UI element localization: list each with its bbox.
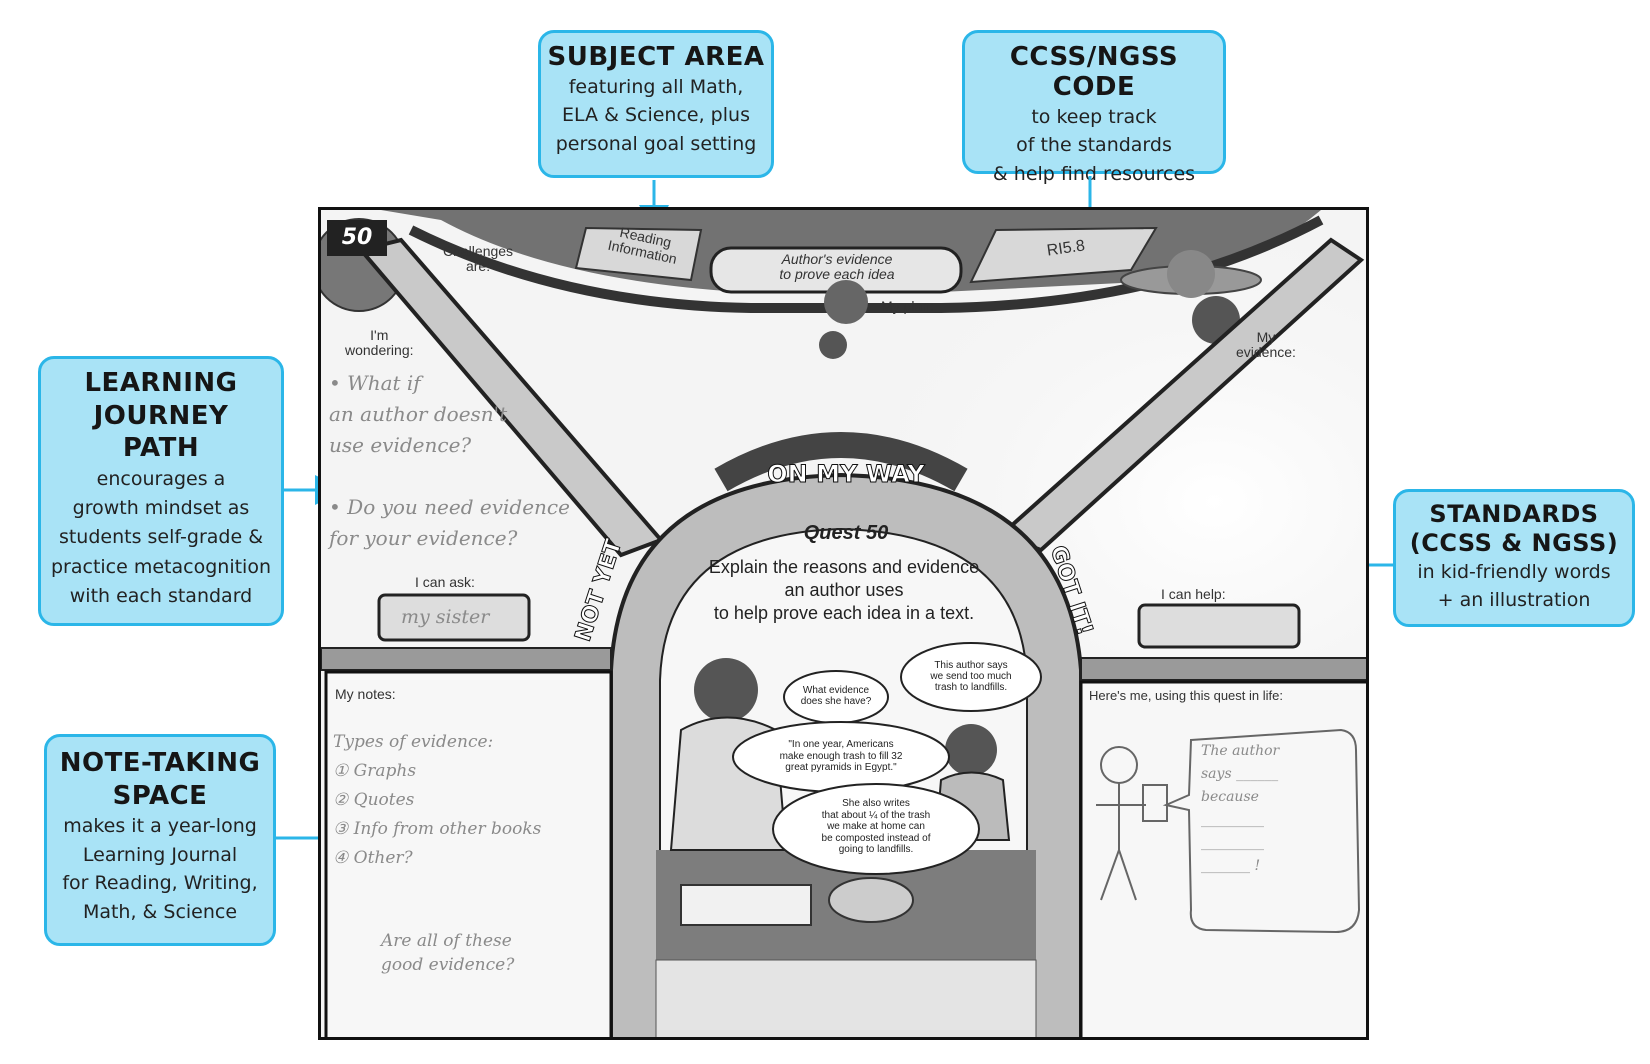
page-artwork [321, 210, 1366, 1037]
callout-ccss-code: CCSS/NGSS CODE to keep track of the stan… [962, 30, 1226, 185]
callout-body: to keep track of the standards & help fi… [992, 105, 1196, 185]
callout-title: STANDARDS (CCSS & NGSS) [1409, 500, 1619, 557]
callout-body: in kid-friendly words + an illustration [1417, 560, 1611, 612]
callout-note-taking-space: NOTE-TAKING SPACE makes it a year-long L… [44, 734, 276, 946]
can-ask-label: I can ask: [415, 574, 475, 590]
speech-bubble-2: This author says we send too much trash … [930, 660, 1012, 693]
callout-body: encourages a growth mindset as students … [50, 467, 271, 608]
notes-footer: Are all of these good evidence? [381, 931, 515, 975]
speech-bubble-4: She also writes that about ¼ of the tras… [821, 798, 931, 855]
speech-bubble-1: What evidence does she have? [800, 685, 872, 707]
callout-standards: STANDARDS (CCSS & NGSS) in kid-friendly … [1393, 489, 1635, 627]
page-number-badge: 50 [327, 220, 387, 256]
me-label: Here's me, using this quest in life: [1089, 688, 1283, 703]
callout-title: CCSS/NGSS CODE [1009, 42, 1179, 102]
page-number: 50 [341, 225, 373, 250]
on-my-way-banner: ON MY WAY [767, 460, 926, 489]
plan-label: My plan: [881, 298, 934, 314]
quest-text: Explain the reasons and evidence an auth… [708, 557, 980, 624]
me-speech: The author says ______ because _________… [1201, 743, 1280, 875]
callout-title: SUBJECT AREA [547, 42, 765, 72]
callout-learning-journey-path: LEARNING JOURNEY PATH encourages a growt… [38, 356, 284, 626]
callout-body: makes it a year-long Learning Journal fo… [62, 815, 258, 923]
wondering-label: I'm wondering: [345, 327, 414, 358]
callout-title: LEARNING JOURNEY PATH [84, 368, 238, 463]
callout-subject-area: SUBJECT AREA featuring all Math, ELA & S… [538, 30, 774, 178]
evidence-label: My evidence: [1236, 329, 1296, 360]
wondering-notes: • What if an author doesn't use evidence… [329, 371, 570, 550]
journal-page: 50 Reading Information Author's evidence… [318, 207, 1369, 1040]
callout-title: NOTE-TAKING SPACE [59, 748, 261, 811]
can-help-label: I can help: [1161, 586, 1226, 602]
quest-title: Quest 50 [803, 522, 889, 544]
notes-label: My notes: [335, 686, 396, 702]
speech-bubble-3: "In one year, Americans make enough tras… [779, 739, 903, 773]
callout-body: featuring all Math, ELA & Science, plus … [555, 75, 757, 155]
topic-tab: Author's evidence to prove each idea [779, 251, 895, 282]
notes-text: Types of evidence: ① Graphs ② Quotes ③ I… [333, 732, 542, 868]
challenges-label: Challenges are: [443, 243, 514, 274]
can-ask-value: my sister [401, 606, 490, 628]
